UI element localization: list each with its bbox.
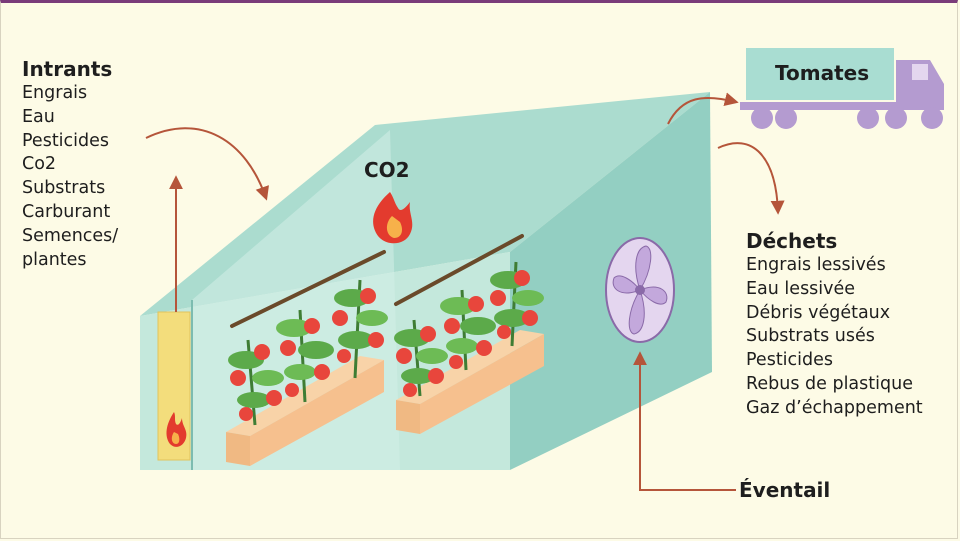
waste-block: Déchets Engrais lessivés Eau lessivée Dé… — [746, 228, 923, 421]
inputs-block: Intrants Engrais Eau Pesticides Co2 Subs… — [22, 56, 118, 272]
list-item: Substrats — [22, 178, 106, 199]
list-item: Gaz d’échappement — [746, 397, 923, 418]
list-item: Pesticides — [746, 350, 834, 371]
truck-icon — [740, 48, 944, 129]
waste-list: Engrais lessivés Eau lessivée Débris vég… — [746, 254, 923, 421]
trellis-left — [230, 250, 386, 328]
co2-label: CO2 — [364, 158, 410, 182]
inputs-heading: Intrants — [22, 57, 113, 81]
list-item: Rebus de plastique — [746, 373, 913, 394]
trellis-right — [394, 234, 524, 306]
list-item: Débris végétaux — [746, 302, 891, 323]
co2-flame-icon — [373, 192, 413, 244]
list-item: Substrats usés — [746, 326, 875, 347]
arrow-inputs-to-greenhouse — [145, 127, 269, 201]
fan-label: Éventail — [739, 478, 831, 502]
inputs-list: Engrais Eau Pesticides Co2 Substrats Car… — [22, 82, 118, 272]
tomato-plants-left — [228, 279, 388, 426]
list-item: Eau — [22, 106, 55, 127]
list-item: Pesticides — [22, 130, 110, 151]
list-item: Engrais lessivés — [746, 255, 886, 275]
truck-label: Tomates — [775, 61, 870, 85]
list-item: Eau lessivée — [746, 278, 856, 299]
waste-heading: Déchets — [746, 229, 838, 253]
arrow-to-truck — [667, 92, 739, 125]
tomato-plants-right — [394, 261, 544, 397]
list-item: Semences/ — [22, 225, 119, 246]
arrow-to-waste — [717, 142, 785, 215]
list-item: Carburant — [22, 201, 111, 222]
list-item: Co2 — [22, 154, 57, 175]
heater-flame-icon — [166, 412, 187, 447]
list-item: plantes — [22, 249, 87, 270]
list-item: Engrais — [22, 83, 88, 103]
arrow-fan-label — [633, 351, 736, 491]
heater — [157, 311, 191, 461]
fan-icon — [605, 237, 675, 343]
planter-right — [396, 330, 544, 434]
